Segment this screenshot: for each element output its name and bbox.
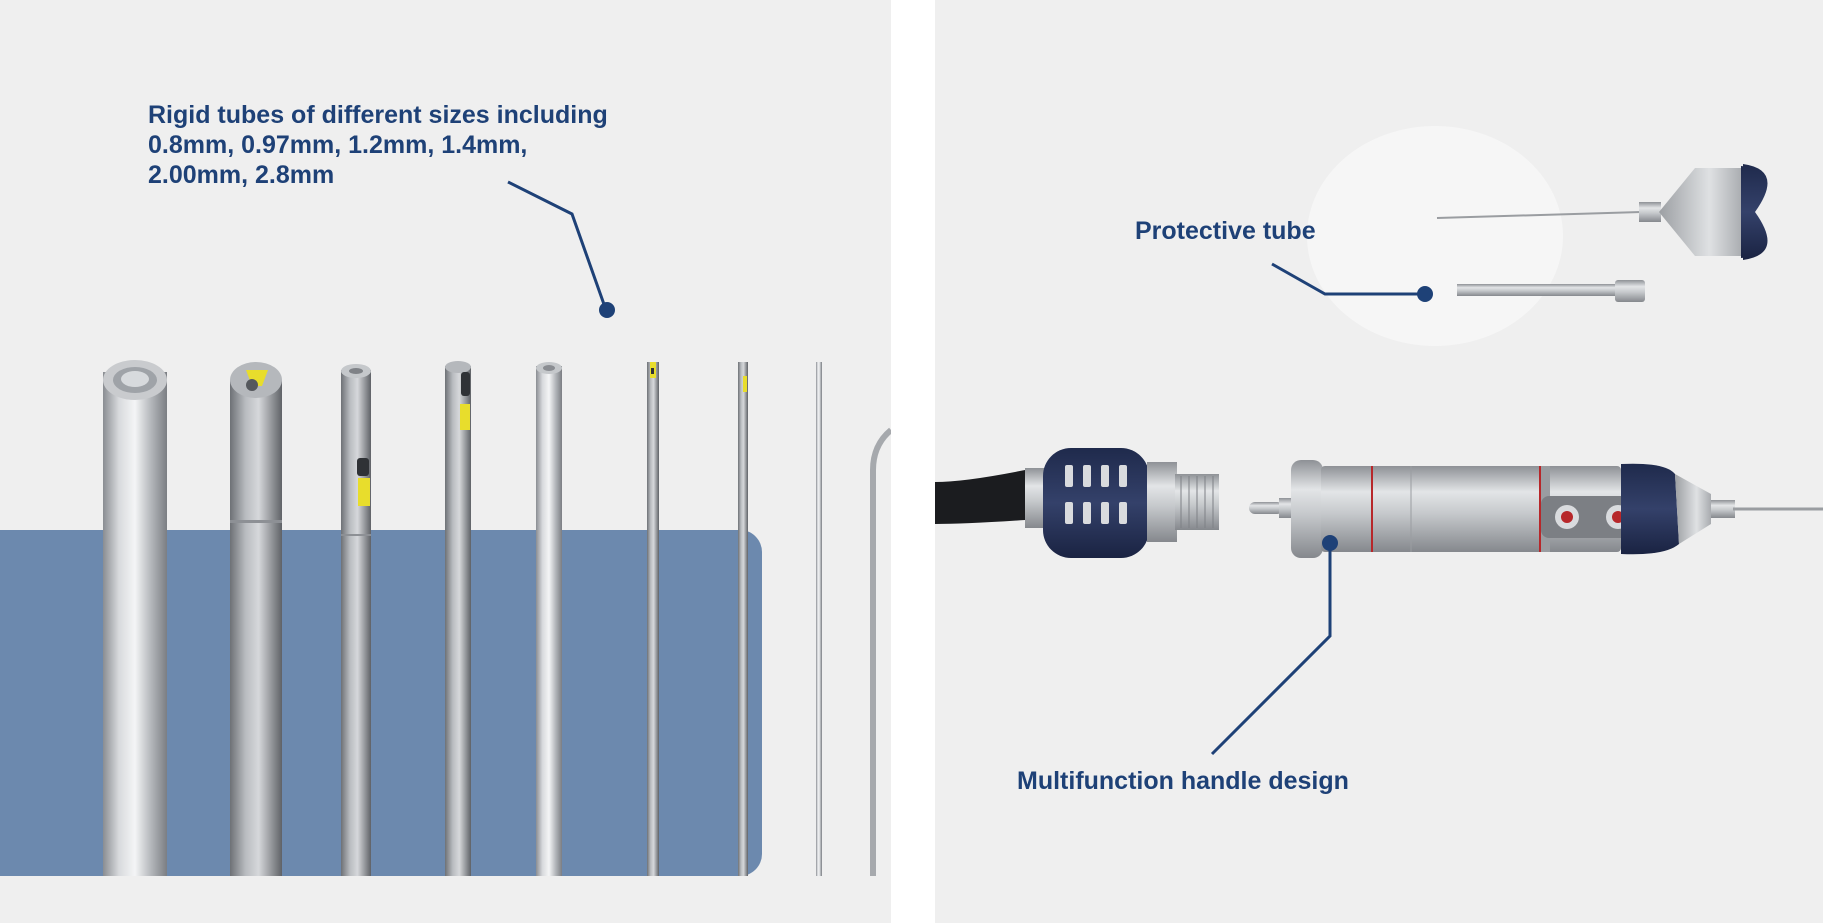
rigid-tube-7	[738, 362, 748, 876]
rigid-tube-9-bent	[870, 427, 891, 876]
rigid-tube-1	[103, 360, 167, 876]
rigid-tube-6	[647, 362, 659, 876]
tubes-caption-line-1: Rigid tubes of different sizes including	[148, 101, 608, 129]
tubes-caption: Rigid tubes of different sizes including…	[148, 100, 668, 190]
protective-tube-label: Protective tube	[1135, 217, 1316, 245]
multifunction-handle	[1249, 460, 1823, 558]
rigid-tube-3	[341, 364, 371, 876]
handle-panel: Protective tube Multifunction handle des…	[935, 0, 1823, 923]
multifunction-handle-label: Multifunction handle design	[1017, 767, 1349, 795]
tubes-caption-line-3: 2.00mm, 2.8mm	[148, 161, 335, 189]
handle-illustration	[935, 126, 1823, 756]
tubes-illustration	[103, 180, 891, 876]
protective-tube-callout-line	[1271, 262, 1433, 302]
handle-callout-line	[1210, 535, 1338, 756]
tubes-callout-line	[507, 180, 615, 318]
tubes-panel: Rigid tubes of different sizes including…	[0, 0, 891, 923]
rigid-tube-5	[536, 362, 562, 876]
tubes-caption-line-2: 0.8mm, 0.97mm, 1.2mm, 1.4mm,	[148, 131, 528, 159]
rigid-tube-4	[445, 361, 471, 876]
rigid-tube-2	[230, 362, 282, 876]
protective-tube-inset	[1307, 126, 1768, 346]
cable-connector	[935, 448, 1219, 558]
rigid-tube-8	[816, 362, 822, 876]
